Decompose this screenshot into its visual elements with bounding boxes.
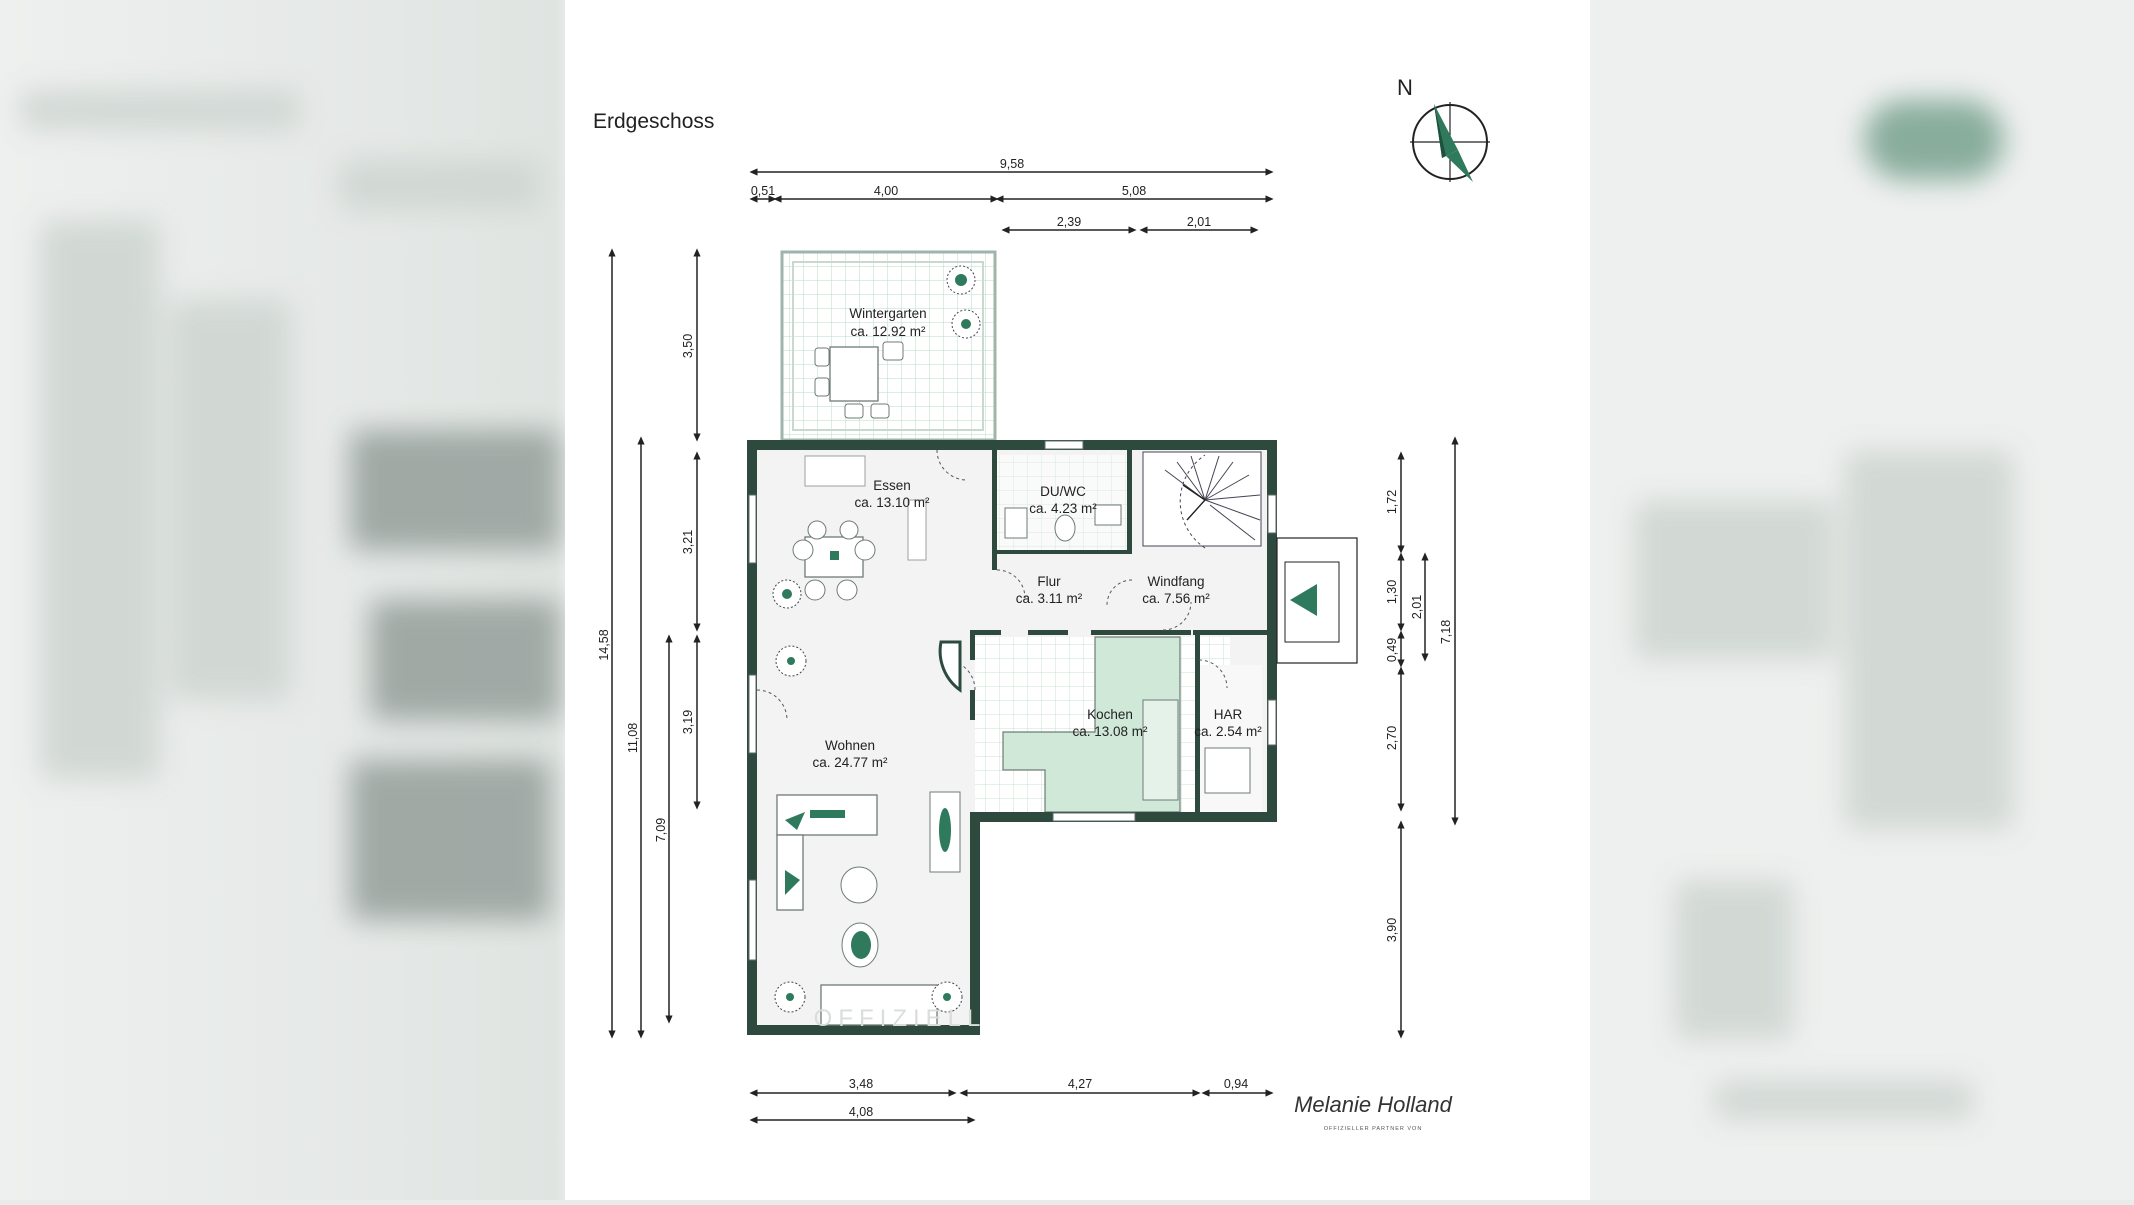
dim-right-seg: 1,30 — [1385, 580, 1399, 604]
room-area: ca. 24.77 m² — [812, 755, 888, 770]
dim-top-seg: 0,51 — [751, 184, 775, 198]
room-name: Essen — [873, 478, 911, 493]
dim-right-seg: 1,72 — [1385, 490, 1399, 514]
dim-left-second: 11,08 — [626, 723, 640, 753]
dim-left-overall: 14,58 — [597, 629, 611, 660]
signature-logo: Melanie Holland OFFIZIELLER PARTNER VON — [1294, 1092, 1453, 1132]
dim-top-seg: 2,01 — [1187, 215, 1211, 229]
room-area: ca. 13.10 m² — [854, 495, 930, 510]
building-floor — [757, 445, 1270, 1030]
staircase — [1142, 451, 1262, 549]
dim-right-seg: 2,70 — [1385, 726, 1399, 750]
room-name: HAR — [1214, 707, 1243, 722]
dimension-lines-top — [749, 168, 1274, 234]
room-wintergarten — [780, 250, 997, 442]
dim-top-total: 9,58 — [1000, 157, 1024, 171]
dim-left-third: 7,09 — [654, 818, 668, 842]
dimension-lines-bottom — [749, 1089, 1274, 1124]
dim-right-seg: 0,49 — [1385, 638, 1399, 662]
room-area: ca. 3.11 m² — [1016, 591, 1083, 606]
compass-north-label: N — [1397, 75, 1413, 100]
signature-tagline: OFFIZIELLER PARTNER VON — [1324, 1126, 1423, 1132]
dim-right-seg: 3,90 — [1385, 918, 1399, 942]
dim-top-seg: 5,08 — [1122, 184, 1146, 198]
dim-bottom-seg: 0,94 — [1224, 1077, 1248, 1091]
room-area: ca. 13.08 m² — [1072, 724, 1148, 739]
room-name: Flur — [1037, 574, 1061, 589]
dim-right-outer: 7,18 — [1439, 620, 1453, 644]
dim-bottom-seg: 4,27 — [1068, 1077, 1092, 1091]
room-name: Kochen — [1087, 707, 1133, 722]
dimension-lines-left — [608, 248, 701, 1039]
blurred-background-right — [1574, 0, 2134, 1200]
room-name: Windfang — [1147, 574, 1204, 589]
dim-bottom-row2: 4,08 — [849, 1105, 873, 1119]
windows — [748, 440, 1277, 961]
entrance-arrow-icon — [1290, 584, 1317, 616]
plan-title: Erdgeschoss — [593, 110, 714, 133]
entrance-canopy — [1276, 537, 1358, 664]
dim-left-seg: 3,19 — [681, 710, 695, 734]
room-area: ca. 12.92 m² — [850, 324, 926, 339]
floor-plan-sheet: Erdgeschoss N 9,58 0,51 4,00 5,08 2,39 2… — [565, 0, 1590, 1200]
dim-left-seg: 3,50 — [681, 334, 695, 358]
compass-icon: N — [1397, 75, 1490, 182]
signature-name: Melanie Holland — [1294, 1092, 1453, 1117]
dim-left-seg: 3,21 — [681, 530, 695, 554]
dim-top-seg: 4,00 — [874, 184, 898, 198]
room-area: ca. 7.56 m² — [1142, 591, 1210, 606]
room-name: Wintergarten — [849, 306, 926, 321]
room-area: ca. 2.54 m² — [1194, 724, 1262, 739]
room-name: DU/WC — [1040, 484, 1086, 499]
quarter-door-icon — [938, 640, 962, 693]
dining-furniture — [772, 455, 927, 609]
watermark-text: OFFIZIELL — [814, 1005, 987, 1032]
room-labels: Wintergarten ca. 12.92 m² Essen ca. 13.1… — [812, 306, 1262, 770]
dim-right-inner: 2,01 — [1410, 595, 1424, 619]
dimension-lines-right — [1397, 436, 1459, 1039]
floor-plan: Erdgeschoss N 9,58 0,51 4,00 5,08 2,39 2… — [593, 75, 1490, 1132]
bathroom-fixtures — [1004, 504, 1122, 542]
room-area: ca. 4.23 m² — [1029, 501, 1097, 516]
blurred-background-left — [0, 0, 560, 1200]
room-name: Wohnen — [825, 738, 875, 753]
dim-bottom-seg: 3,48 — [849, 1077, 873, 1091]
living-furniture — [774, 645, 963, 1026]
dim-top-seg: 2,39 — [1057, 215, 1081, 229]
